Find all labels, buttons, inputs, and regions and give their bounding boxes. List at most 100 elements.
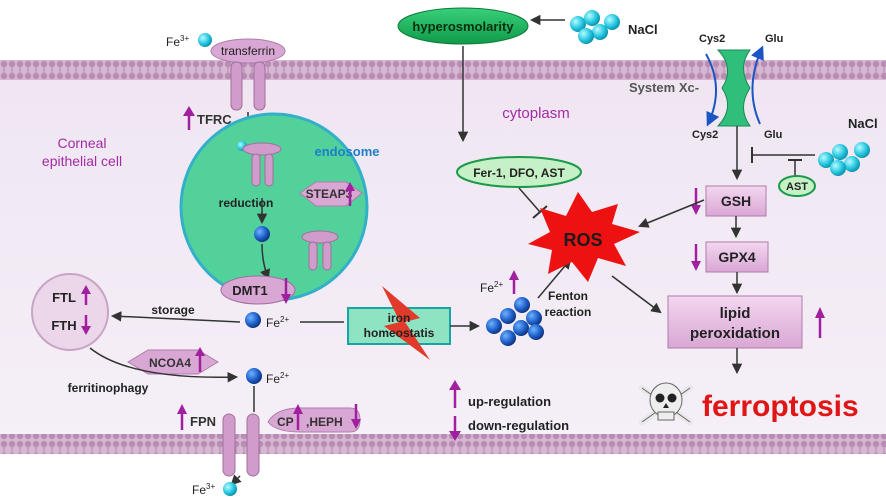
cys2-bottom-label: Cys2	[692, 129, 718, 141]
epithelial-label: epithelial cell	[42, 153, 122, 169]
legend-up-label: up-regulation	[468, 394, 551, 409]
fe2-c-label: Fe2+	[480, 280, 503, 295]
fe3-top-label: Fe3+	[166, 34, 189, 49]
ncoa4-up-arrowhead	[195, 347, 205, 356]
nacl-cluster-right	[818, 142, 870, 176]
fe3-ion-top	[198, 33, 212, 47]
ferritinophagy-label: ferritinophagy	[68, 381, 149, 395]
endosome-transporter-right	[322, 241, 332, 271]
dmt1	[220, 275, 296, 305]
steap3-up-arrowhead	[345, 182, 355, 191]
hyperosmolarity-ellipse	[397, 7, 529, 45]
iron-label: iron	[388, 311, 411, 325]
heph-down-arrowhead	[351, 419, 361, 429]
gsh-down-arrowhead	[691, 205, 701, 215]
homeostatis-label: homeostatis	[364, 326, 435, 340]
reaction-label: reaction	[545, 305, 592, 319]
lightning-bolt	[382, 286, 430, 360]
ros-starburst	[528, 192, 640, 282]
fe2-up-arrowhead	[509, 270, 519, 280]
endosome-transporter-head	[301, 230, 339, 244]
fe2-b-label: Fe2+	[266, 371, 289, 386]
tfrc-in-endosome-head	[242, 142, 282, 156]
fpn-label: FPN	[190, 414, 216, 429]
corneal-label: Corneal	[57, 135, 106, 151]
inhibitors-block-bar	[532, 205, 548, 219]
fth-down-arrowhead	[81, 326, 91, 335]
fe3-bottom-label: Fe3+	[192, 482, 215, 497]
inhibitors-block-line	[518, 187, 541, 213]
storage-arrow	[110, 311, 241, 323]
peroxidation-label: peroxidation	[690, 325, 780, 342]
cp-up-arrowhead	[293, 404, 303, 414]
heph-label: ,HEPH	[306, 415, 343, 429]
tfrc-up-arrowhead	[183, 106, 195, 116]
reduction-label: reduction	[219, 196, 274, 210]
fpn-up-arrowhead	[177, 404, 187, 414]
fe2-ion-main	[245, 312, 261, 328]
gsh-to-ros-arrow	[638, 199, 705, 228]
dmt1-down-arrowhead	[281, 294, 291, 304]
fe2-in-endosome	[254, 226, 270, 242]
lipid-label: lipid	[720, 305, 751, 322]
endosome	[179, 112, 369, 302]
fenton-label: Fenton	[548, 289, 588, 303]
steap3-shape	[299, 181, 363, 207]
gsh-label: GSH	[721, 193, 751, 209]
endosome-transporter-left	[308, 241, 318, 271]
skull-crossbones-icon	[639, 382, 693, 425]
tfrc-in-endosome-left	[251, 153, 261, 187]
membrane-top	[0, 60, 886, 80]
legend-down-label: down-regulation	[468, 418, 569, 433]
cytoplasm-label: cytoplasm	[502, 105, 570, 122]
glu-export-arrow	[751, 45, 764, 125]
gpx4-label: GPX4	[718, 249, 756, 265]
lipid-up-arrowhead	[815, 307, 825, 318]
dmt1-label: DMT1	[232, 283, 267, 298]
ast-label: AST	[786, 181, 808, 193]
fenton-arrow	[537, 258, 572, 299]
tfrc-receptor-left	[230, 61, 243, 111]
fpn-channel-right	[246, 413, 260, 477]
ftl-up-arrowhead	[81, 285, 91, 294]
system-xc-label: System Xc-	[629, 80, 699, 95]
gsh-box	[705, 185, 767, 217]
hyperosmolarity-label: hyperosmolarity	[412, 19, 514, 34]
glu-top-label: Glu	[765, 33, 783, 45]
fe2-ion-lower	[246, 368, 262, 384]
ast-pill	[778, 175, 816, 197]
tfrc-label: TFRC	[197, 112, 232, 127]
lipid-peroxidation-box	[667, 295, 803, 349]
gpx4-down-arrowhead	[691, 261, 701, 271]
fpn-export-arrow	[230, 474, 242, 486]
ferritin	[31, 273, 109, 351]
transferrin-label: transferrin	[221, 44, 275, 58]
ftl-label: FTL	[52, 290, 76, 305]
ferroptosis-label: ferroptosis	[702, 390, 859, 423]
nacl-cluster-top	[570, 10, 620, 44]
fe3-ion-bottom	[223, 482, 237, 496]
fth-label: FTH	[51, 318, 76, 333]
steap3-label: STEAP3	[306, 187, 353, 201]
cys2-import-arrow	[705, 53, 720, 127]
inhibitors-label: Fer-1, DFO, AST	[473, 166, 565, 180]
fpn-channel-left	[222, 413, 236, 477]
gpx4-box	[705, 241, 769, 273]
storage-label: storage	[151, 303, 195, 317]
legend-down-arrowhead	[449, 431, 461, 441]
ros-label: ROS	[563, 230, 602, 250]
inhibitors-pill	[456, 156, 582, 188]
ncoa4-label: NCOA4	[149, 356, 191, 370]
fe2-cluster	[486, 297, 544, 346]
fe2-to-dmt1-arrow	[260, 243, 270, 280]
fe2-a-label: Fe2+	[266, 315, 289, 330]
transferrin	[210, 38, 286, 64]
cp-label: CP	[277, 415, 294, 429]
system-xc-transporter	[716, 49, 751, 127]
nacl-right-label: NaCl	[848, 116, 878, 131]
tfrc-receptor-right	[253, 61, 266, 111]
tfrc-in-endosome-right	[264, 153, 274, 187]
ros-to-lipid-arrow	[611, 275, 662, 314]
endosome-label: endosome	[314, 144, 379, 159]
